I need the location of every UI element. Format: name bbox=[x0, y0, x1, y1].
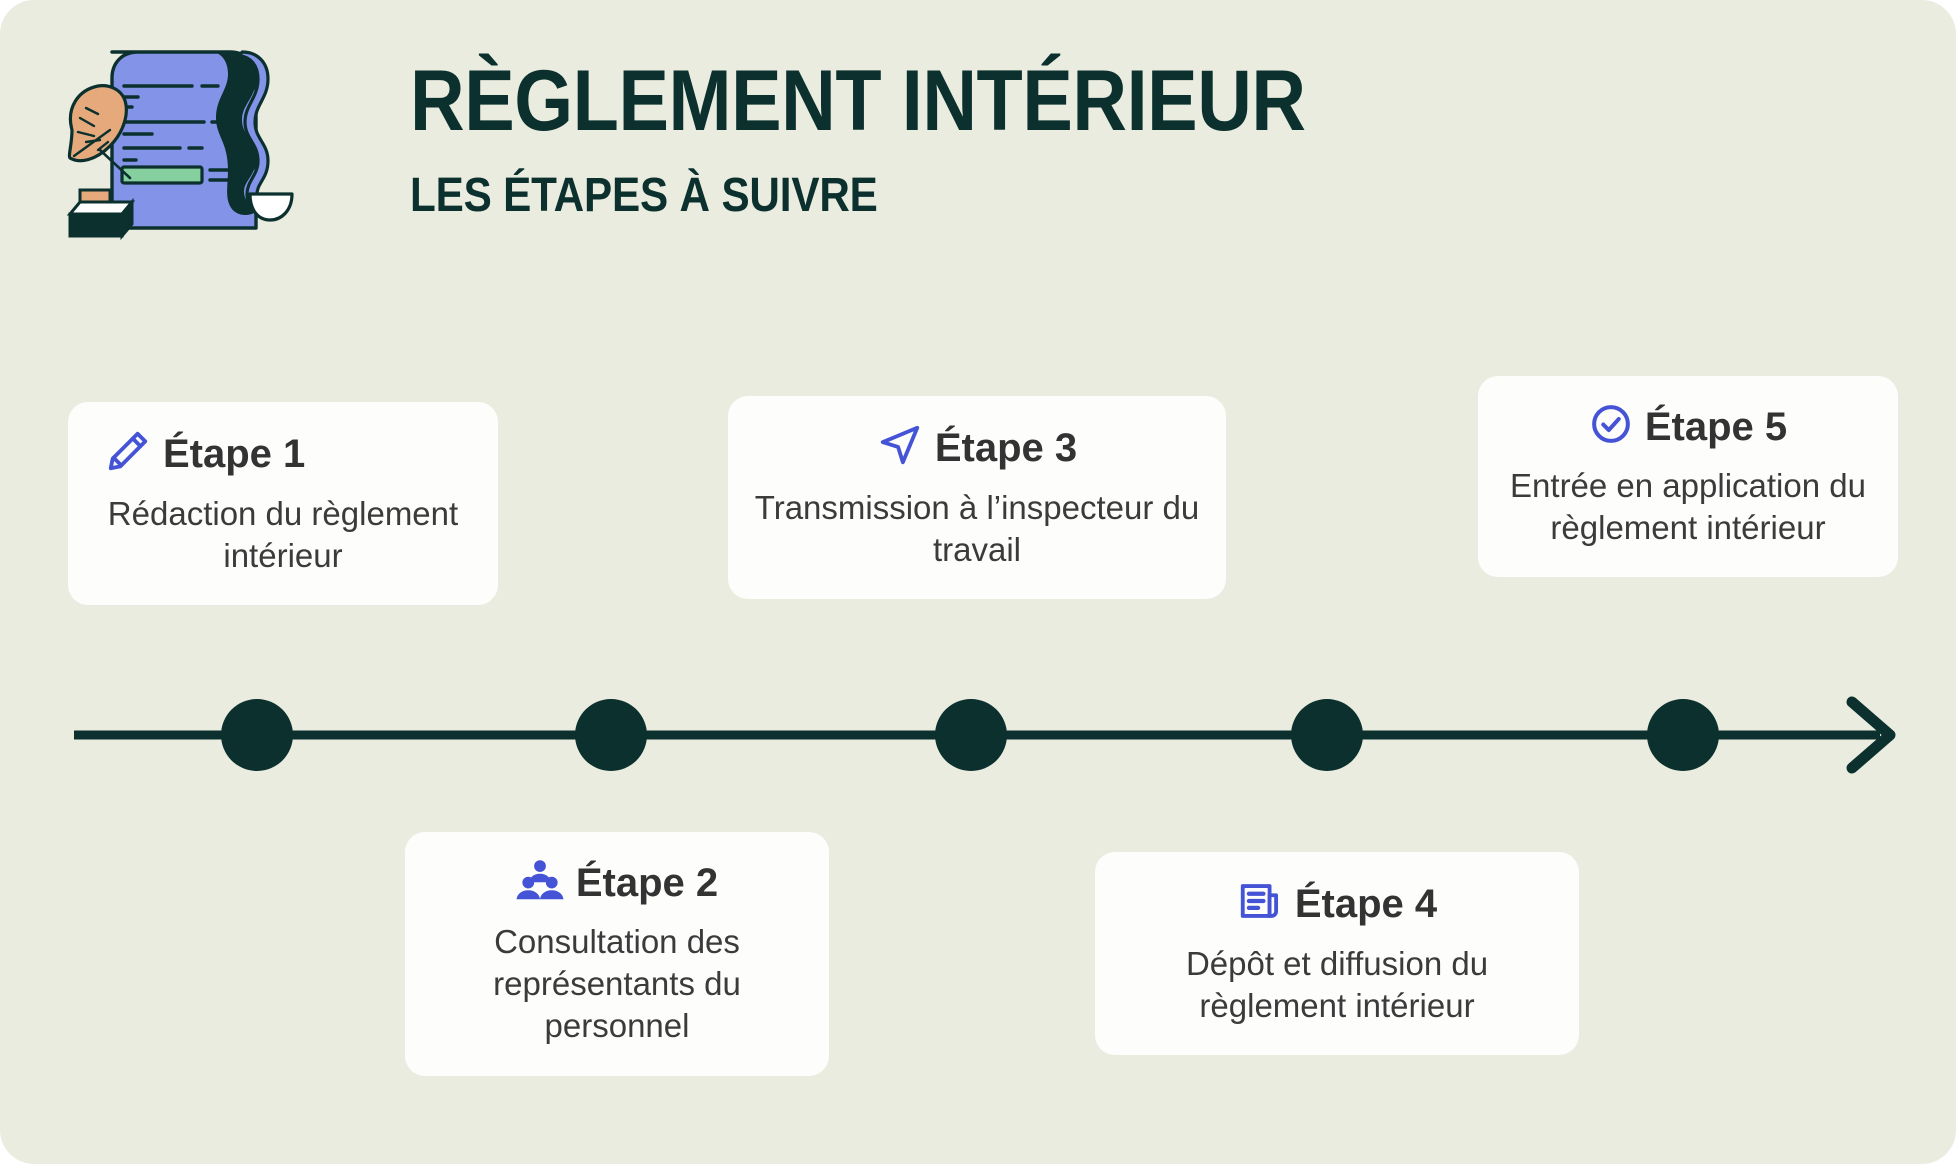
step-4-title: Étape 4 bbox=[1294, 881, 1438, 926]
page-subtitle: LES ÉTAPES À SUIVRE bbox=[410, 168, 878, 222]
horizontal-timeline bbox=[0, 640, 1956, 830]
step-1-description: Rédaction du règlement intérieur bbox=[107, 495, 459, 575]
timeline-marker-4 bbox=[1291, 699, 1363, 771]
step-card-4[interactable]: Étape 4 Dépôt et diffusion du règlement … bbox=[1095, 852, 1579, 1056]
step-3-description: Transmission à l’inspecteur du travail bbox=[754, 489, 1200, 569]
step-card-1[interactable]: Étape 1 Rédaction du règlement intérieur bbox=[68, 402, 498, 606]
timeline-marker-5 bbox=[1647, 699, 1719, 771]
step-2-title: Étape 2 bbox=[575, 860, 719, 905]
step-4-description: Dépôt et diffusion du règlement intérieu… bbox=[1185, 945, 1489, 1025]
page-title: RÈGLEMENT INTÉRIEUR bbox=[410, 53, 1306, 149]
step-2-description: Consultation des représentants du person… bbox=[493, 923, 741, 1045]
step-2-header: Étape 2 bbox=[431, 858, 803, 907]
people-group-icon bbox=[516, 858, 564, 907]
step-card-5[interactable]: Étape 5 Entrée en application du règleme… bbox=[1478, 376, 1898, 578]
step-4-header: Étape 4 bbox=[1121, 878, 1553, 929]
timeline-arrowhead bbox=[1846, 696, 1896, 774]
timeline-marker-2 bbox=[575, 699, 647, 771]
header: RÈGLEMENT INTÉRIEUR LES ÉTAPES À SUIVRE bbox=[0, 0, 1956, 300]
step-3-title: Étape 3 bbox=[934, 425, 1078, 470]
check-circle-icon bbox=[1589, 402, 1633, 451]
step-5-header: Étape 5 bbox=[1504, 402, 1872, 451]
pencil-icon bbox=[105, 428, 151, 479]
timeline-marker-1 bbox=[221, 699, 293, 771]
step-card-2[interactable]: Étape 2 Consultation des représentants d… bbox=[405, 832, 829, 1076]
scroll-quill-inkwell-illustration bbox=[52, 34, 332, 244]
step-1-title: Étape 1 bbox=[163, 431, 306, 476]
step-card-3[interactable]: Étape 3 Transmission à l’inspecteur du t… bbox=[728, 396, 1226, 600]
timeline-marker-3 bbox=[935, 699, 1007, 771]
step-1-header: Étape 1 bbox=[83, 428, 483, 479]
title-block: RÈGLEMENT INTÉRIEUR LES ÉTAPES À SUIVRE bbox=[410, 53, 1428, 223]
step-5-description: Entrée en application du règlement intér… bbox=[1510, 467, 1866, 547]
step-5-title: Étape 5 bbox=[1644, 404, 1788, 449]
document-lines-icon bbox=[1237, 878, 1283, 929]
step-3-header: Étape 3 bbox=[754, 422, 1200, 473]
navigation-arrow-icon bbox=[877, 422, 923, 473]
